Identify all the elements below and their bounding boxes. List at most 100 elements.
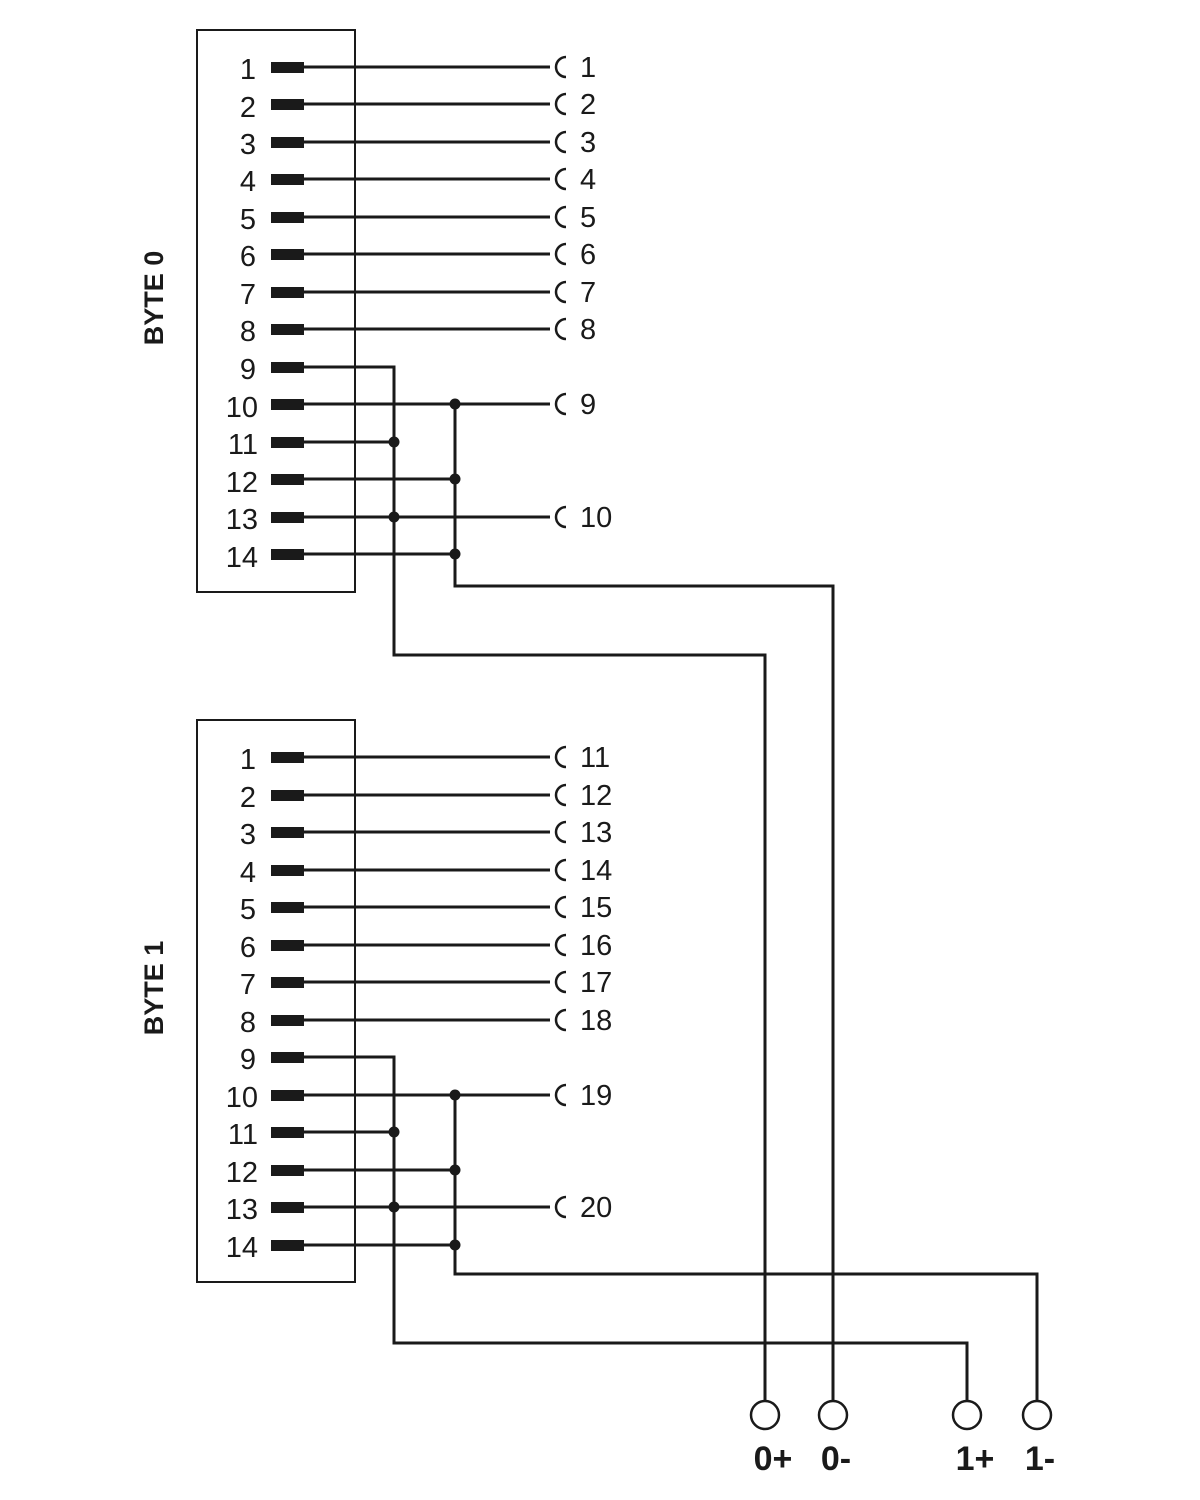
byte1-pin-label: 2: [240, 782, 256, 814]
byte1-pin-label: 13: [226, 1194, 258, 1226]
junction-dot: [449, 1239, 461, 1251]
byte0-pin-label: 10: [226, 392, 258, 424]
byte1-pin-label: 12: [226, 1157, 258, 1189]
byte0-pin-label: 13: [226, 504, 258, 536]
byte0-output-label: 3: [580, 127, 596, 159]
output-socket: [554, 55, 567, 79]
junction-dot: [449, 1089, 461, 1101]
byte0-pin: [271, 174, 304, 185]
byte0-bridge-wires-b: [304, 402, 550, 556]
byte0-pin: [271, 287, 304, 298]
byte0-pin: [271, 324, 304, 335]
byte1-pin: [271, 940, 304, 951]
byte1-common-plus-wire: [304, 1055, 969, 1400]
byte0-output-label: 6: [580, 239, 596, 271]
byte0-pin-label: 3: [240, 129, 256, 161]
byte0-common-plus-wire: [304, 365, 767, 1400]
byte0-pin: [271, 249, 304, 260]
byte0-output-label: 4: [580, 164, 596, 196]
byte1-bridge-wires-a: [304, 1130, 550, 1209]
byte0-pin: [271, 99, 304, 110]
byte1-pin: [271, 1052, 304, 1063]
byte0-pin: [271, 137, 304, 148]
junction-dot: [449, 548, 461, 560]
byte0-signal-wires: [304, 65, 550, 331]
byte1-pin-label: 6: [240, 932, 256, 964]
byte1-pin: [271, 1015, 304, 1026]
byte1-signal-wires: [304, 755, 550, 1022]
byte0-pin-label: 5: [240, 204, 256, 236]
output-socket: [554, 242, 567, 266]
byte0-pin-label: 11: [228, 429, 258, 461]
output-socket: [554, 1008, 567, 1032]
byte0-pin: [271, 399, 304, 410]
junction-dot: [388, 1201, 400, 1213]
output-socket: [554, 392, 567, 416]
byte0-pin: [271, 362, 304, 373]
terminal-label: 1-: [1025, 1440, 1055, 1478]
byte1-block: BYTE 1 1 2 3 4 5 6 7 8 9 10 11 12 13 14: [139, 719, 1039, 1400]
byte0-pin: [271, 512, 304, 523]
junction-dot: [388, 1126, 400, 1138]
byte0-output-label: 10: [580, 502, 612, 534]
junction-dot: [388, 511, 400, 523]
byte0-pin: [271, 474, 304, 485]
output-socket: [554, 505, 567, 529]
terminal-1-plus: [951, 1399, 983, 1431]
terminal-0-minus: [817, 1399, 849, 1431]
output-socket: [554, 970, 567, 994]
byte1-pin-label: 10: [226, 1082, 258, 1114]
common-terminals: 0+ 0- 1+ 1-: [749, 1399, 1055, 1478]
byte0-pin-label: 14: [226, 542, 258, 574]
byte0-title: BYTE 0: [139, 251, 169, 346]
byte1-output-label: 12: [580, 780, 612, 812]
byte0-pin: [271, 62, 304, 73]
output-socket: [554, 1083, 567, 1107]
byte1-pin: [271, 902, 304, 913]
output-socket: [554, 167, 567, 191]
byte1-output-label: 11: [580, 742, 610, 774]
byte1-pin-label: 8: [240, 1007, 256, 1039]
byte0-output-label: 2: [580, 89, 596, 121]
byte1-pin: [271, 1090, 304, 1101]
byte1-pin: [271, 1202, 304, 1213]
byte0-pin: [271, 437, 304, 448]
byte1-pin-label: 7: [240, 969, 256, 1001]
terminal-0-plus: [749, 1399, 781, 1431]
byte0-pin-label: 4: [240, 166, 256, 198]
byte0-output-label: 7: [580, 277, 596, 309]
byte1-pin-label: 9: [240, 1044, 256, 1076]
output-socket: [554, 933, 567, 957]
byte1-pin-label: 3: [240, 819, 256, 851]
output-socket: [554, 858, 567, 882]
output-socket: [554, 92, 567, 116]
byte0-pin-label: 7: [240, 279, 256, 311]
byte1-pin: [271, 827, 304, 838]
byte1-connector-box: [196, 719, 356, 1283]
output-socket: [554, 783, 567, 807]
byte1-pin-label: 11: [228, 1119, 258, 1151]
output-socket: [554, 317, 567, 341]
byte0-output-label: 8: [580, 314, 596, 346]
byte0-wires: [304, 65, 835, 1400]
byte1-pin: [271, 1240, 304, 1251]
byte1-output-label: 13: [580, 817, 612, 849]
byte1-common-minus-wire: [453, 1095, 1039, 1400]
byte0-block: BYTE 0 1 2 3 4 5 6 7 8 9 10 11 12 13 14: [139, 29, 835, 1400]
byte1-output-label: 18: [580, 1005, 612, 1037]
output-socket: [554, 745, 567, 769]
byte1-pin-label: 5: [240, 894, 256, 926]
byte0-pin-label: 1: [240, 54, 256, 86]
junction-dot: [449, 398, 461, 410]
byte1-title: BYTE 1: [139, 941, 169, 1036]
junction-dot: [388, 436, 400, 448]
output-socket: [554, 1195, 567, 1219]
byte1-pin: [271, 790, 304, 801]
junction-dot: [449, 1164, 461, 1176]
byte0-pins: 1 2 3 4 5 6 7 8 9 10 11 12 13 14: [226, 54, 304, 574]
byte0-pin-label: 8: [240, 316, 256, 348]
terminal-label: 1+: [956, 1440, 995, 1478]
terminal-label: 0+: [754, 1440, 793, 1478]
byte0-output-label: 1: [580, 52, 596, 84]
